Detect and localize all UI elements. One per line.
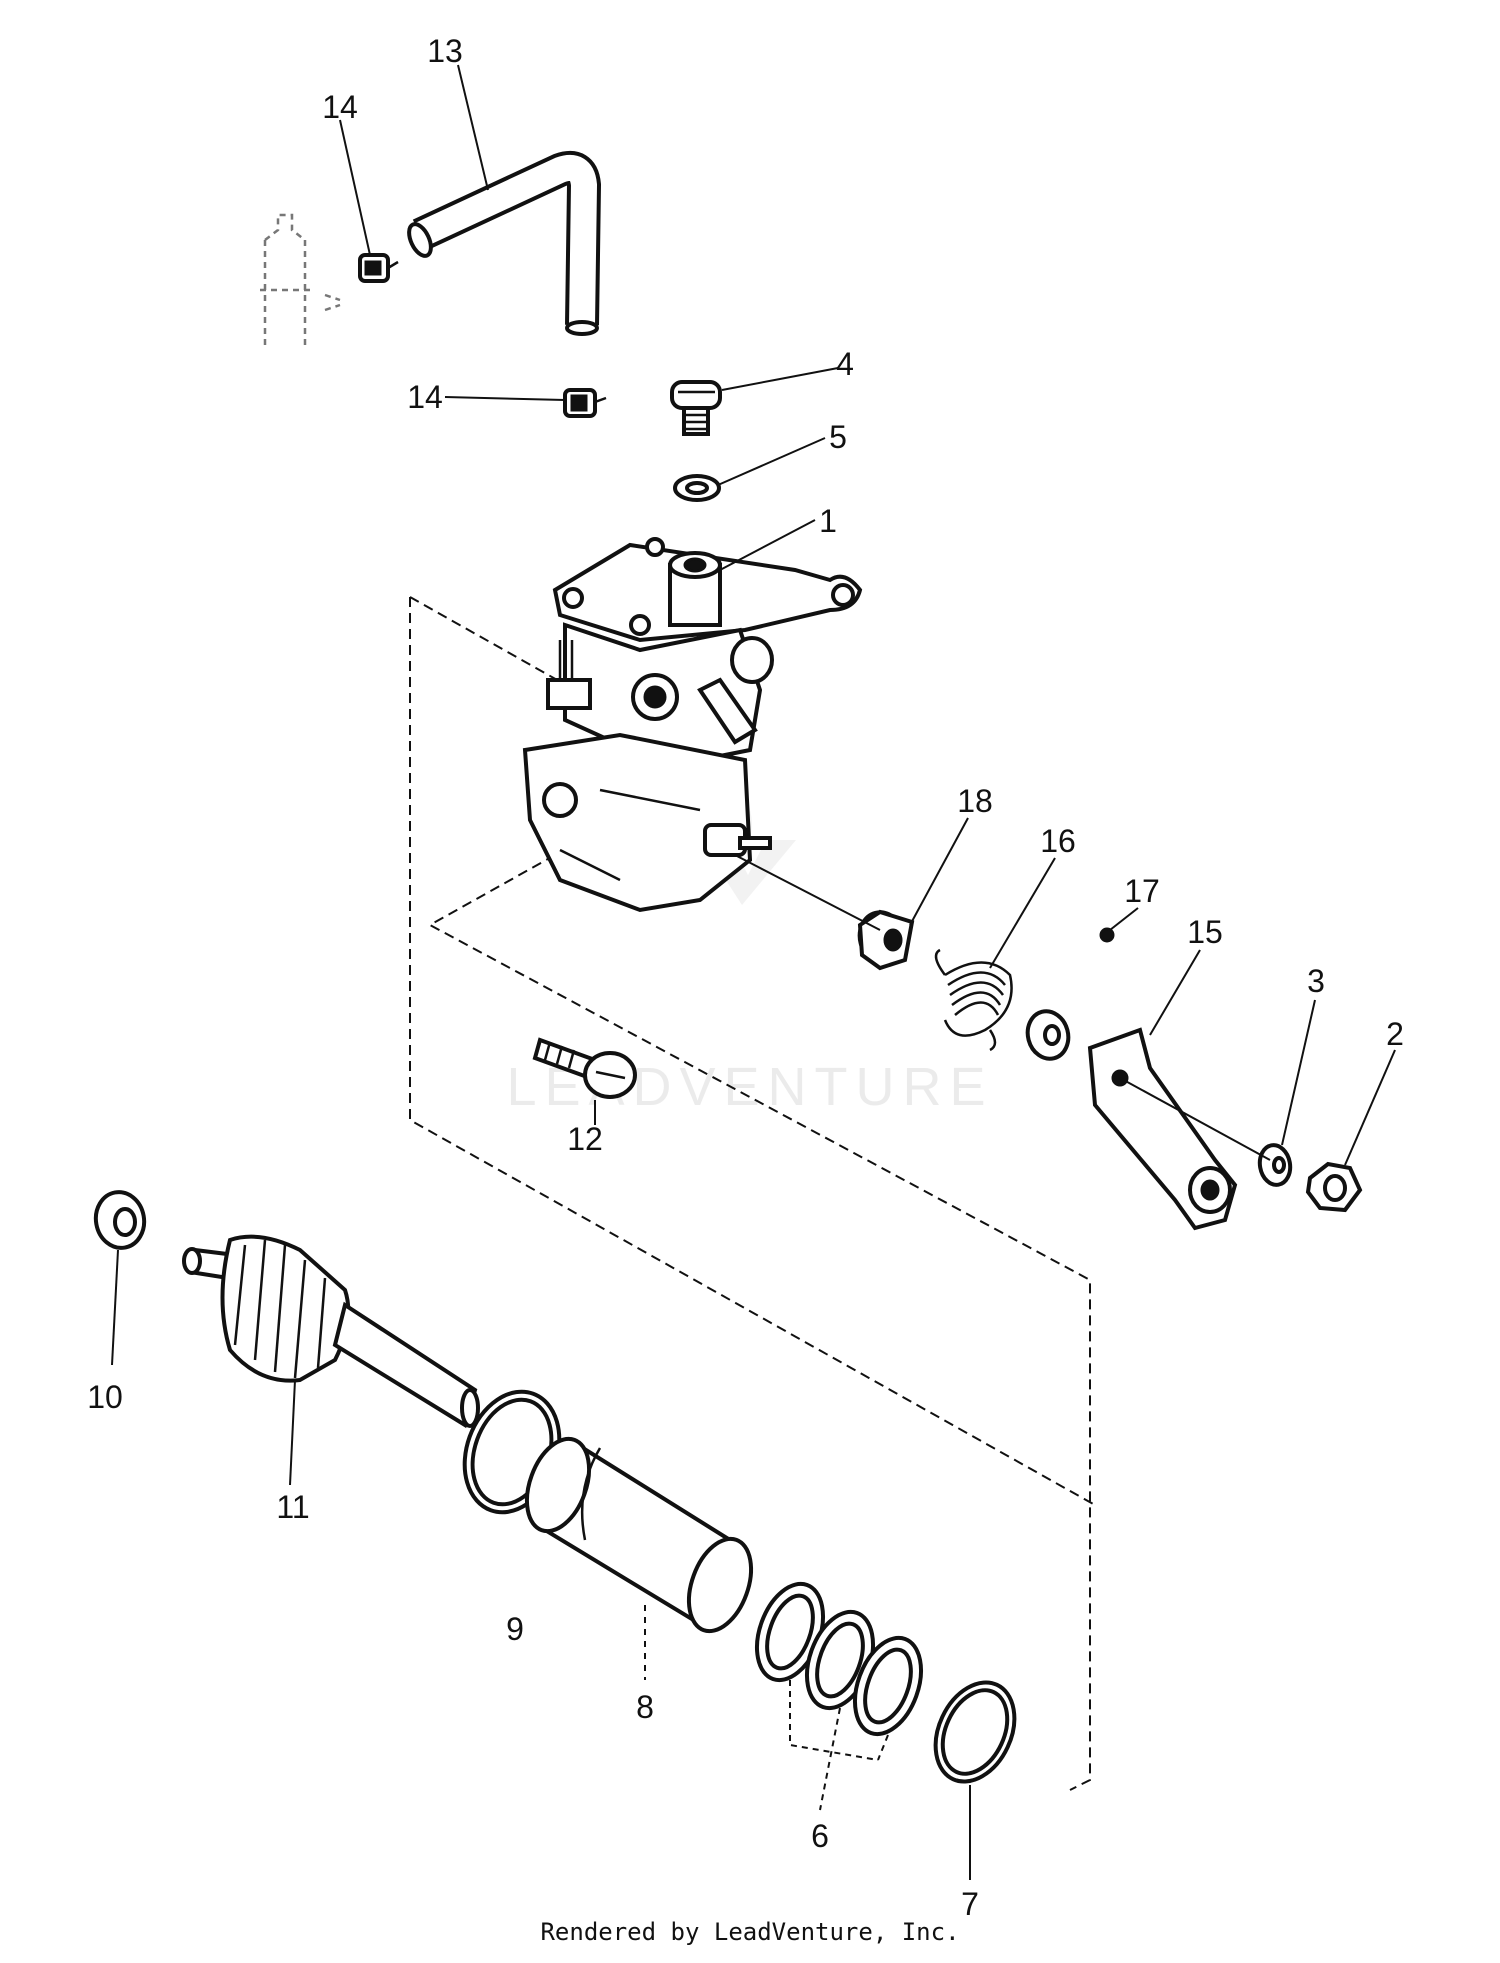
washer-17 bbox=[1025, 1009, 1071, 1061]
oil-pump-body bbox=[522, 537, 863, 913]
lock-washer bbox=[1257, 1143, 1293, 1187]
callout-17: 17 bbox=[1124, 873, 1160, 909]
callout-1: 1 bbox=[819, 503, 837, 539]
ghost-fitting bbox=[260, 213, 341, 350]
snap-ring bbox=[933, 1680, 1017, 1784]
callout-3: 3 bbox=[1307, 963, 1325, 999]
callout-11: 11 bbox=[276, 1489, 309, 1525]
hose-clamp-lower bbox=[563, 388, 607, 418]
washer-5 bbox=[673, 474, 721, 502]
return-spring bbox=[934, 948, 1013, 1052]
callout-15: 15 bbox=[1187, 914, 1223, 950]
callout-14-upper: 14 bbox=[322, 89, 358, 125]
callout-13: 13 bbox=[427, 33, 463, 69]
hose-clamp-upper bbox=[358, 253, 399, 283]
callout-10: 10 bbox=[87, 1379, 123, 1415]
bolt-12 bbox=[532, 1037, 637, 1099]
assembly-frame bbox=[409, 596, 1096, 1791]
callout-9: 9 bbox=[506, 1611, 524, 1647]
hose bbox=[407, 151, 602, 336]
nut bbox=[1305, 1161, 1363, 1213]
sleeve bbox=[524, 1436, 754, 1634]
callout-12: 12 bbox=[567, 1121, 603, 1157]
pin-17 bbox=[1099, 927, 1115, 943]
banjo-bolt bbox=[670, 380, 722, 436]
callout-18: 18 bbox=[957, 783, 993, 819]
leader-lines bbox=[111, 64, 1396, 1880]
pump-lever bbox=[1087, 1027, 1238, 1231]
shim-3 bbox=[853, 1635, 923, 1737]
collar bbox=[857, 909, 915, 971]
drive-gear-shaft bbox=[182, 1234, 480, 1429]
callout-labels: 1 2 3 4 5 6 7 8 9 10 11 12 13 14 14 15 1… bbox=[87, 33, 1404, 1922]
rendered-by-footer: Rendered by LeadVenture, Inc. bbox=[540, 1918, 960, 1946]
callout-7: 7 bbox=[961, 1886, 979, 1922]
callout-5: 5 bbox=[829, 419, 847, 455]
callout-8: 8 bbox=[636, 1689, 654, 1725]
callout-14-lower: 14 bbox=[407, 379, 443, 415]
callout-2: 2 bbox=[1386, 1016, 1404, 1052]
callout-6: 6 bbox=[811, 1818, 829, 1854]
callout-4: 4 bbox=[836, 346, 854, 382]
callout-16: 16 bbox=[1040, 823, 1076, 859]
washer-10 bbox=[93, 1190, 147, 1250]
